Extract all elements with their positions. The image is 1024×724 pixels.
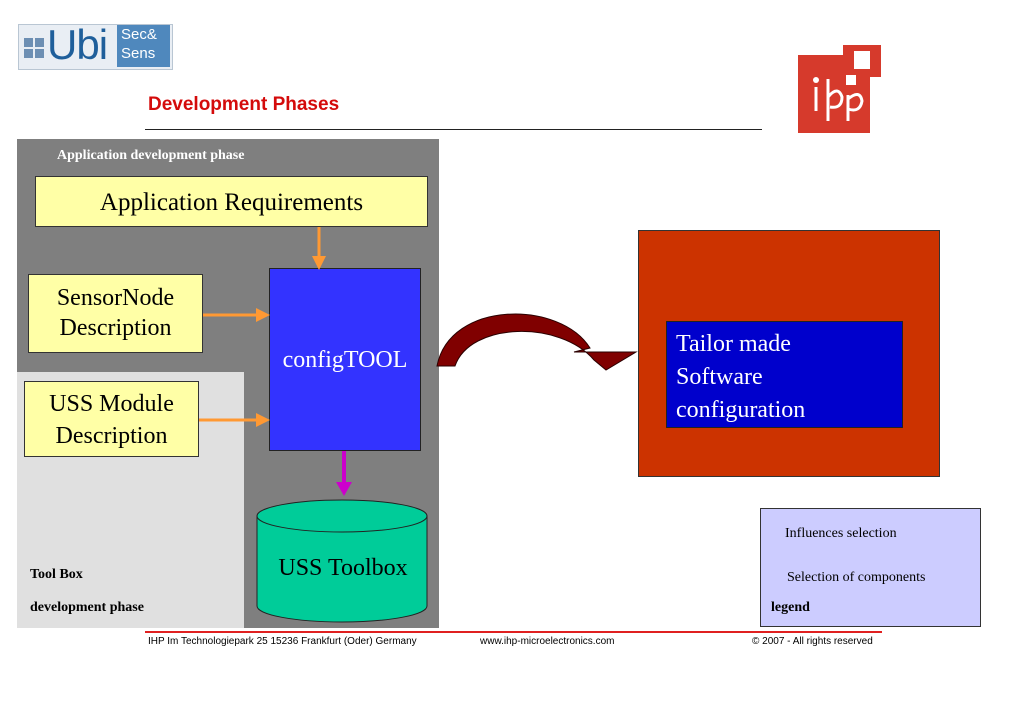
footer-website: www.ihp-microelectronics.com [480, 636, 615, 647]
title-underline [145, 129, 762, 130]
output-line3: configuration [676, 397, 806, 423]
sensornode-line1: SensorNode [56, 285, 175, 311]
tailor-made-config-box: Tailor made Software configuration [666, 321, 903, 428]
toolbox-phase-label-line1: Tool Box [30, 567, 83, 582]
output-line1: Tailor made [676, 331, 791, 357]
toolbox-phase-label-line2: development phase [30, 600, 144, 615]
requirements-to-config-arrow [312, 227, 326, 270]
logo-dots-icon [24, 38, 44, 58]
ihp-logo [798, 45, 881, 133]
footer-rule [145, 631, 882, 633]
footer-address: IHP Im Technologiepark 25 15236 Frankfur… [148, 636, 417, 647]
uss-toolbox-cylinder [256, 499, 428, 623]
logo-subtext-line2: Sens [121, 45, 156, 62]
legend-influences-label: Influences selection [785, 526, 897, 541]
logo-subtext-line1: Sec& [121, 26, 157, 43]
slide-title: Development Phases [148, 94, 340, 115]
uss-module-to-config-arrow [199, 413, 270, 427]
sensornode-description-box: SensorNode Description [28, 274, 203, 353]
uss-module-line2: Description [55, 423, 168, 449]
logo-subtext: Sec& Sens [117, 25, 170, 67]
sensornode-line2: Description [59, 315, 172, 341]
configtool-box: configTOOL [269, 268, 421, 451]
legend-selection-label: Selection of components [787, 570, 926, 585]
uss-module-line1: USS Module [49, 391, 174, 417]
application-requirements-box: Application Requirements [35, 176, 428, 227]
output-line2: Software [676, 364, 763, 390]
curved-transform-arrow [436, 313, 638, 371]
sensornode-to-config-arrow [203, 308, 270, 322]
footer-copyright: © 2007 - All rights reserved [752, 636, 873, 647]
uss-toolbox-label: USS Toolbox [278, 555, 408, 581]
config-to-toolbox-arrow [336, 451, 352, 496]
logo-text: Ubi [47, 21, 108, 68]
legend-box [760, 508, 981, 627]
uss-module-description-box: USS Module Description [24, 381, 199, 457]
legend-title: legend [771, 600, 810, 615]
application-phase-label: Application development phase [57, 148, 245, 163]
